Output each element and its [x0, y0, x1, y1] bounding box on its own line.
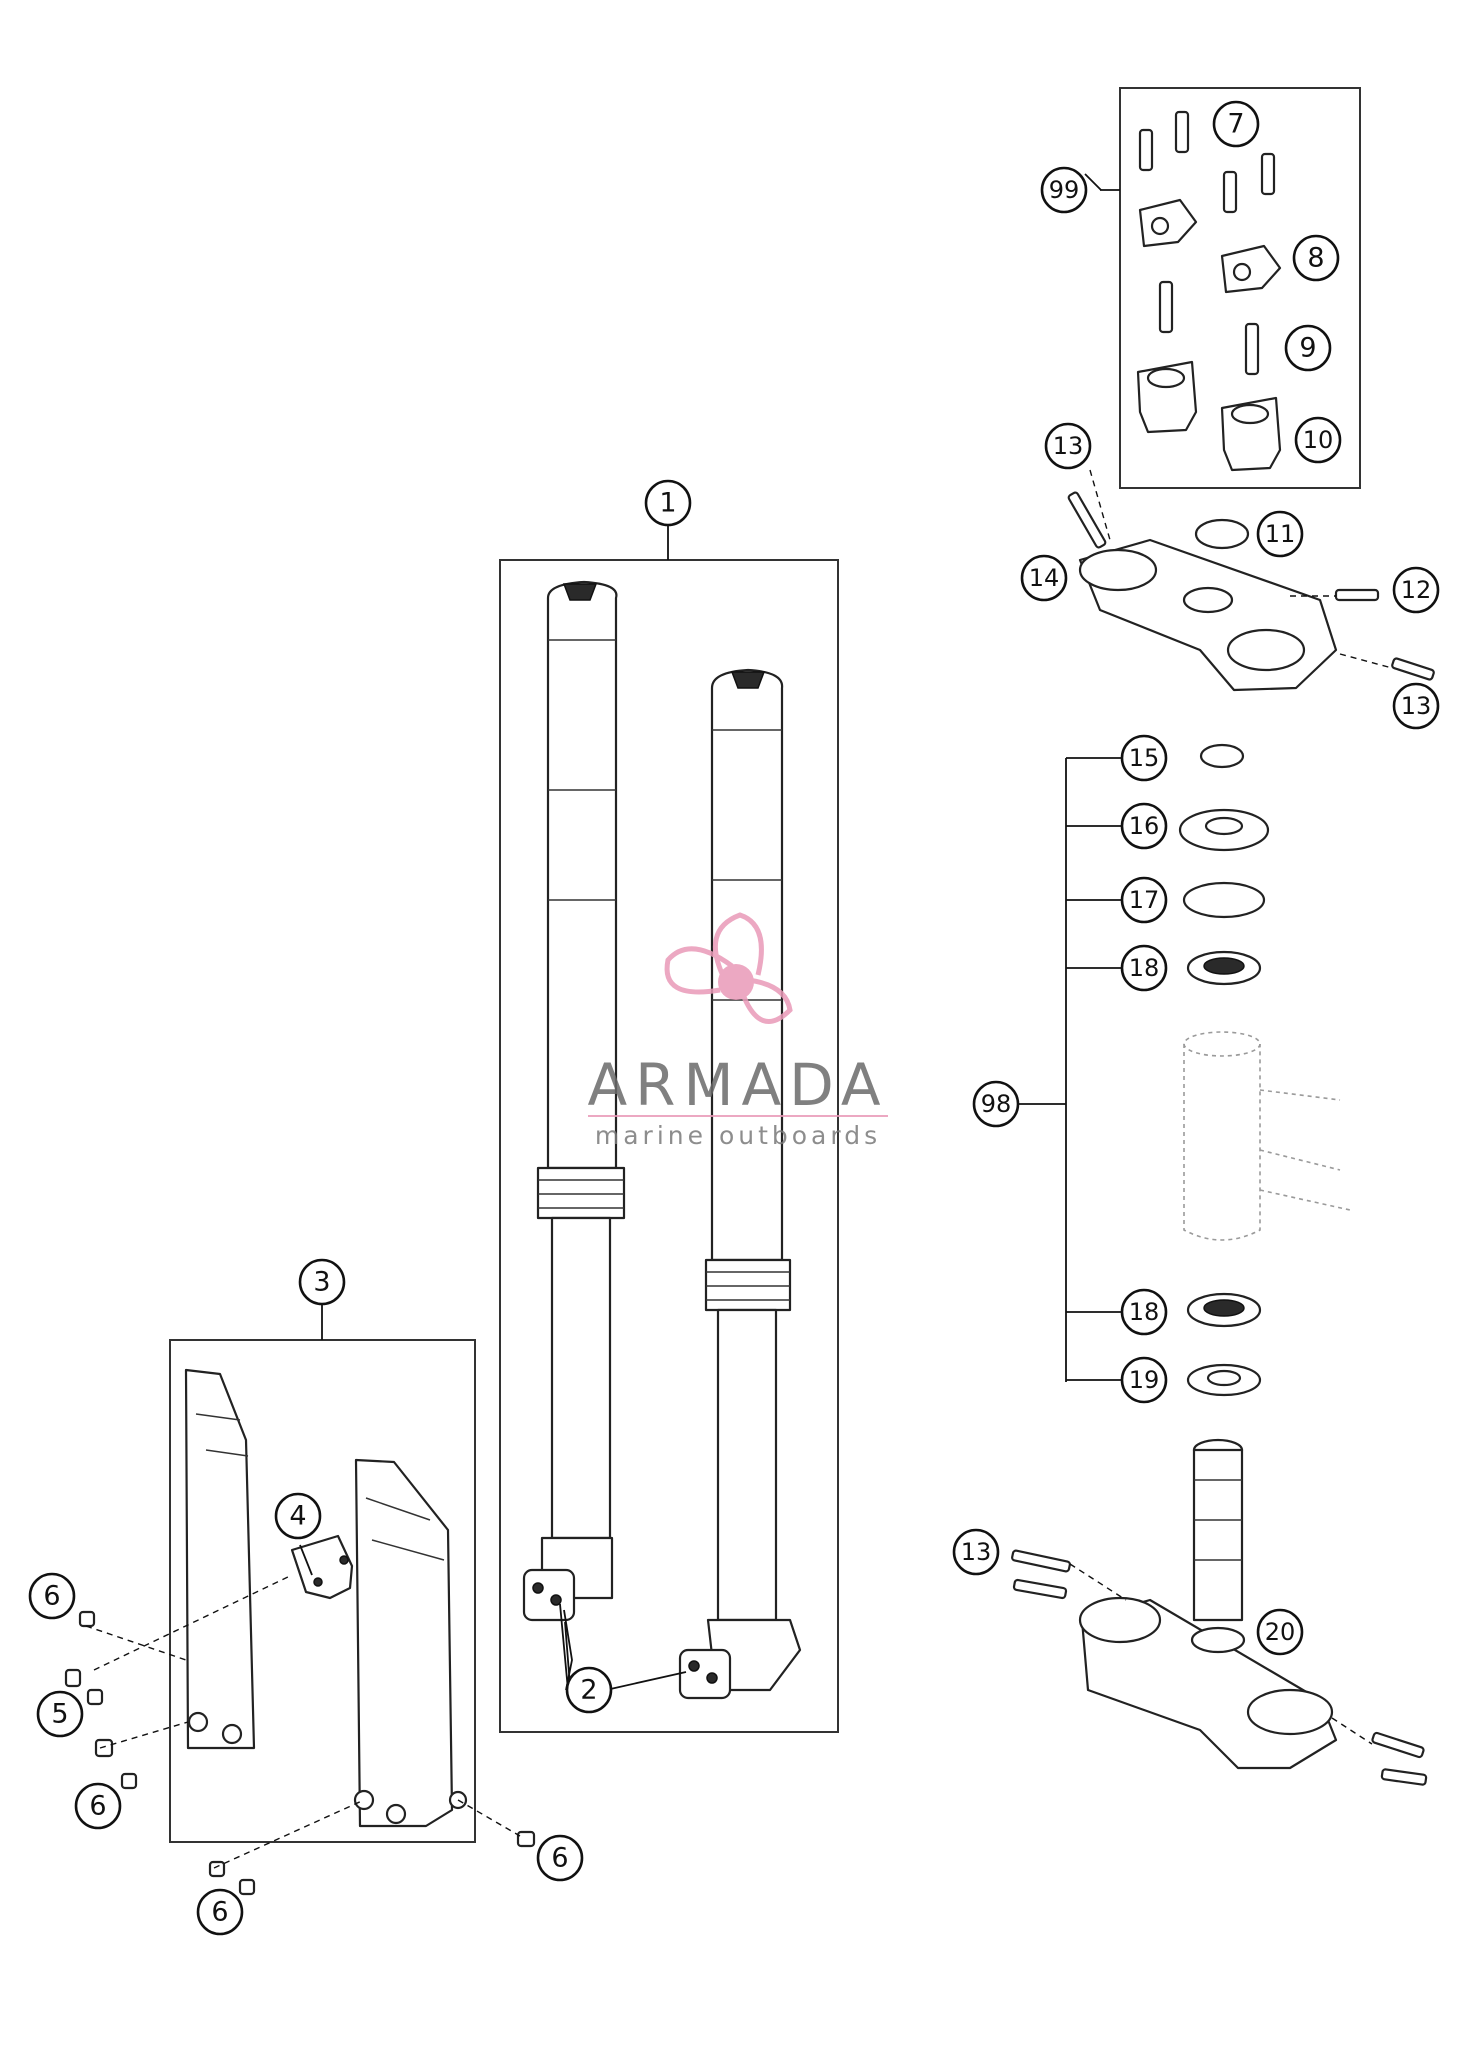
callout-label: 20 [1265, 1618, 1296, 1646]
guard-bolts [64, 1610, 536, 1896]
callout-label: 11 [1265, 520, 1296, 548]
callout-98: 98 [972, 1080, 1020, 1128]
callout-18: 18 [1120, 944, 1168, 992]
callout-13: 13 [952, 1528, 1000, 1576]
callout-label: 1 [659, 488, 676, 519]
callout-label: 6 [89, 1791, 106, 1822]
callout-label: 6 [211, 1897, 228, 1928]
clamp-bolts-7 [1138, 110, 1276, 214]
callout-label: 12 [1401, 576, 1432, 604]
callout-10: 10 [1294, 416, 1342, 464]
group-box-99 [1119, 87, 1361, 489]
callout-label: 13 [1053, 432, 1084, 460]
callout-label: 3 [313, 1267, 330, 1298]
clamp-lower-10 [1136, 360, 1282, 472]
callout-6: 6 [74, 1782, 122, 1830]
callout-label: 13 [961, 1538, 992, 1566]
callout-label: 8 [1307, 243, 1324, 274]
callout-label: 99 [1049, 176, 1080, 204]
callout-label: 6 [551, 1843, 568, 1874]
callout-label: 9 [1299, 333, 1316, 364]
callout-6: 6 [536, 1834, 584, 1882]
guard-bracket [290, 1534, 354, 1600]
callout-label: 14 [1029, 564, 1060, 592]
callout-1: 1 [644, 479, 692, 527]
callout-label: 5 [51, 1699, 68, 1730]
callout-6: 6 [28, 1572, 76, 1620]
propeller-icon [664, 912, 793, 1024]
fork-leg-right [678, 668, 802, 1700]
callout-4: 4 [274, 1492, 322, 1540]
callout-label: 6 [43, 1581, 60, 1612]
callout-17: 17 [1120, 876, 1168, 924]
steering-bearings [1178, 743, 1270, 1397]
watermark-brand-name: ARMADA [587, 1051, 888, 1119]
callout-99: 99 [1040, 166, 1088, 214]
callout-13: 13 [1392, 682, 1440, 730]
callout-label: 13 [1401, 692, 1432, 720]
callout-label: 17 [1129, 886, 1160, 914]
upper-triple-clamp [1067, 491, 1435, 692]
callout-20: 20 [1256, 1608, 1304, 1656]
callout-label: 7 [1227, 109, 1244, 140]
callout-9: 9 [1284, 324, 1332, 372]
callout-8: 8 [1292, 234, 1340, 282]
callout-13: 13 [1044, 422, 1092, 470]
leader-lines [85, 173, 1122, 1869]
fork-guard-right [353, 1458, 468, 1828]
callout-11: 11 [1256, 510, 1304, 558]
callout-label: 16 [1129, 812, 1160, 840]
callout-label: 19 [1129, 1366, 1160, 1394]
callout-15: 15 [1120, 734, 1168, 782]
callout-2: 2 [565, 1666, 613, 1714]
callout-6: 6 [196, 1888, 244, 1936]
callout-label: 10 [1303, 426, 1334, 454]
callout-16: 16 [1120, 802, 1168, 850]
callout-3: 3 [298, 1258, 346, 1306]
callout-7: 7 [1212, 100, 1260, 148]
callout-label: 2 [580, 1675, 597, 1706]
callout-19: 19 [1120, 1356, 1168, 1404]
callout-label: 15 [1129, 744, 1160, 772]
callout-12: 12 [1392, 566, 1440, 614]
callout-5: 5 [36, 1690, 84, 1738]
callout-label: 4 [289, 1501, 306, 1532]
armada-watermark: ARMADA marine outboards [587, 912, 888, 1150]
callouts: 1 2 3 4 5 6 6 6 6 7 8 9 10 11 12 13 13 1… [28, 100, 1440, 1936]
fork-leg-left [522, 580, 626, 1622]
callout-14: 14 [1020, 554, 1068, 602]
clamp-bolts-9 [1158, 280, 1260, 376]
callout-18: 18 [1120, 1288, 1168, 1336]
steering-head-ghost [1183, 1031, 1351, 1241]
callout-label: 18 [1129, 1298, 1160, 1326]
clamp-upper-8 [1138, 198, 1282, 294]
group-box-1 [499, 559, 839, 1733]
fork-guard-left [184, 1368, 256, 1750]
callout-label: 98 [981, 1090, 1012, 1118]
callout-label: 18 [1129, 954, 1160, 982]
lower-triple-clamp [1011, 1438, 1428, 1786]
watermark-tagline: marine outboards [595, 1121, 881, 1150]
